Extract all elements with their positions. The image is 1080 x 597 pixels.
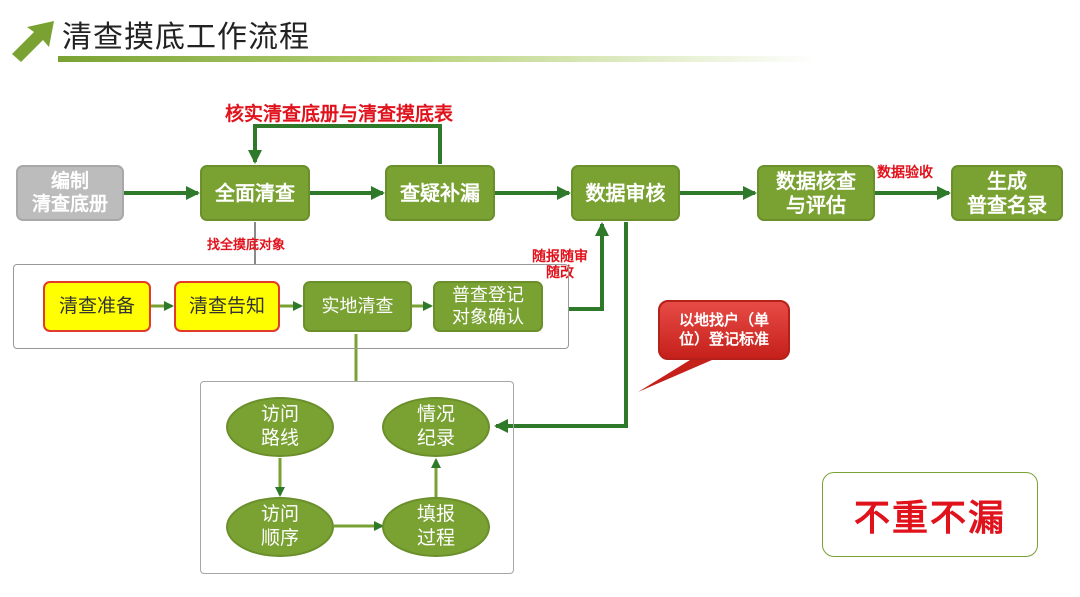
step-check-prep: 清查准备 bbox=[43, 281, 151, 332]
step-field-check: 实地清查 bbox=[303, 281, 412, 332]
arrow-logo-icon bbox=[12, 21, 54, 62]
circle-visit-route: 访问 路线 bbox=[226, 397, 334, 457]
step-data-audit: 数据审核 bbox=[571, 165, 680, 221]
slogan-box: 不重不漏 bbox=[822, 472, 1038, 557]
field-check-panel bbox=[13, 264, 569, 349]
step-compile-register: 编制 清查底册 bbox=[16, 165, 124, 221]
label-report-fix: 随报随审 随改 bbox=[532, 249, 588, 282]
step-fill-gaps: 查疑补漏 bbox=[385, 165, 495, 221]
circle-situation-record: 情况 纪录 bbox=[382, 397, 490, 457]
step-verify-evaluate: 数据核查 与评估 bbox=[757, 165, 875, 221]
step-check-notify: 清查告知 bbox=[174, 281, 280, 332]
loop-label: 核实清查底册与清查摸底表 bbox=[225, 103, 454, 125]
step-full-check: 全面清查 bbox=[200, 165, 310, 221]
step-confirm-objects: 普查登记 对象确认 bbox=[433, 281, 543, 332]
page-title: 清查摸底工作流程 bbox=[62, 20, 310, 55]
field-method-panel bbox=[200, 381, 514, 574]
step-generate-list: 生成 普查名录 bbox=[951, 165, 1063, 221]
arrow-panel-to-audit bbox=[569, 222, 609, 311]
circle-visit-order: 访问 顺序 bbox=[226, 497, 334, 557]
callout-tail bbox=[638, 360, 712, 392]
arrow-loop-top bbox=[248, 124, 442, 164]
label-data-accept: 数据验收 bbox=[877, 165, 933, 181]
circle-fill-process: 填报 过程 bbox=[382, 497, 490, 557]
label-find-all: 找全摸底对象 bbox=[207, 238, 286, 253]
standard-callout: 以地找户（单 位）登记标准 bbox=[658, 300, 790, 360]
title-underline bbox=[58, 56, 818, 62]
arrow-audit-to-record bbox=[494, 222, 628, 433]
